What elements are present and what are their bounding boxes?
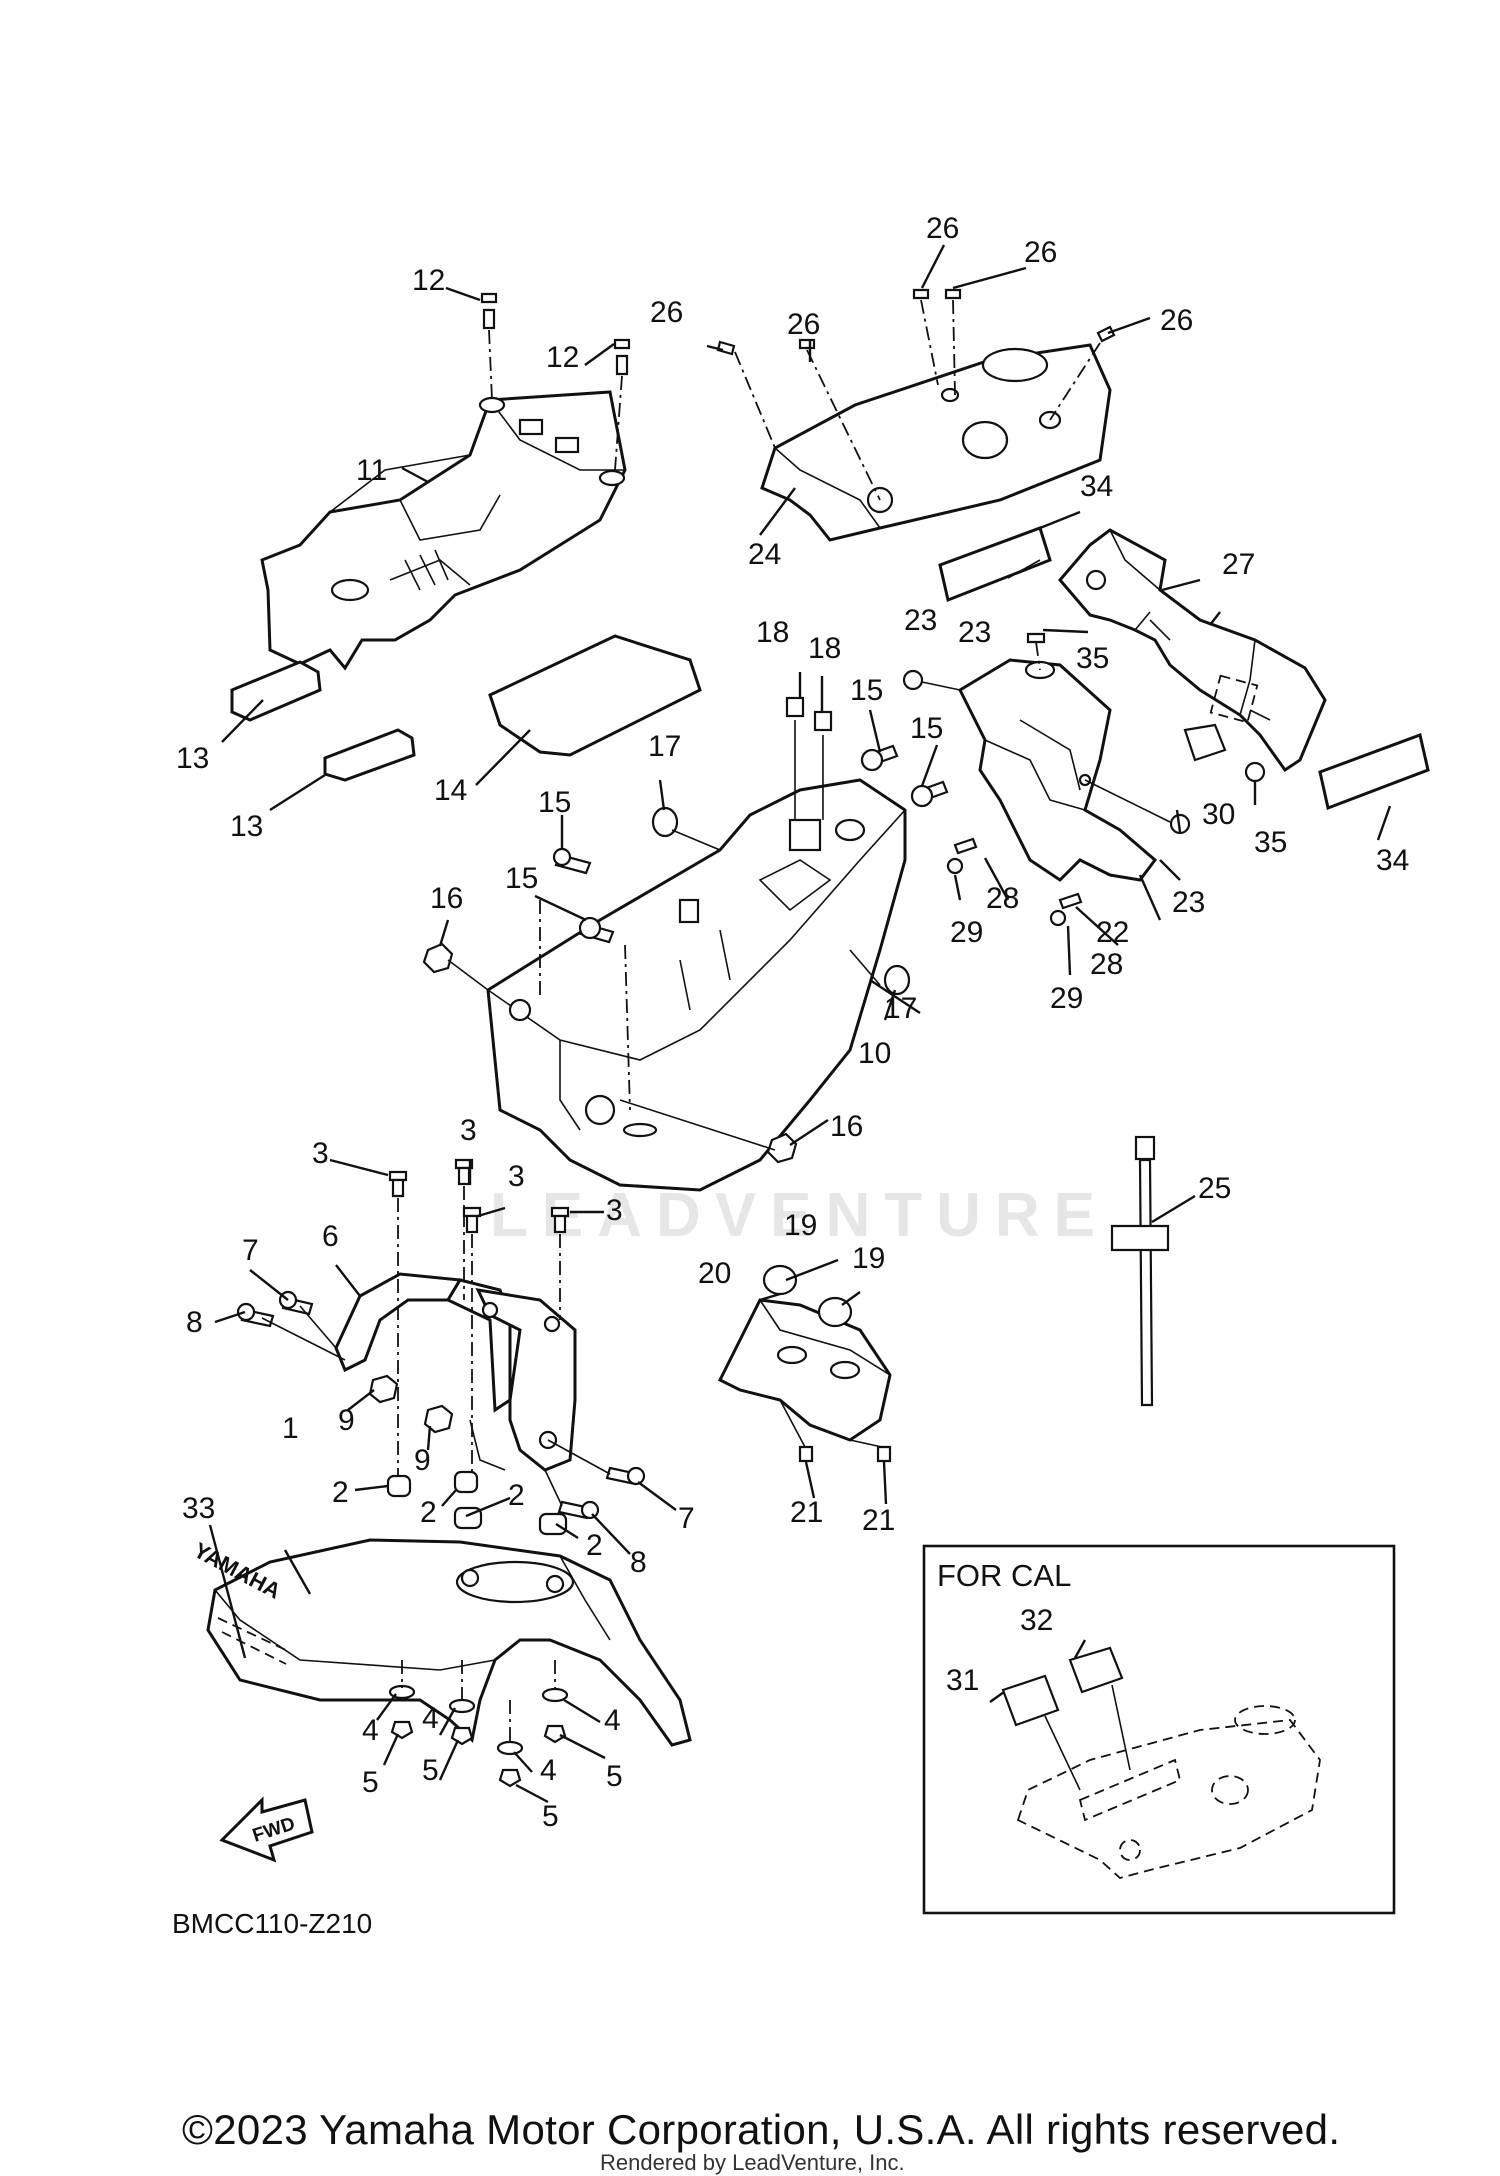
callout-13: 13: [176, 742, 209, 775]
callout-6: 6: [322, 1220, 339, 1253]
callout-15: 15: [910, 712, 943, 745]
callout-7: 7: [678, 1502, 695, 1535]
part-6-rear-frame: [334, 1272, 577, 1472]
diagram-code: BMCC110-Z210: [172, 1908, 373, 1939]
callout-24: 24: [748, 538, 781, 571]
bracket-hardware: [902, 559, 1266, 927]
callout-3: 3: [508, 1160, 525, 1193]
callout-3: 3: [460, 1114, 477, 1147]
tray-hardware: [422, 696, 949, 1164]
part-34-reflector-upper: [938, 526, 1052, 603]
part-13-pads: [230, 660, 416, 782]
callout-5: 5: [422, 1754, 439, 1787]
part-10-lower-tray: [486, 778, 907, 1192]
callout-5: 5: [606, 1760, 623, 1793]
frame-hardware: [236, 1158, 646, 1520]
callout-labels: 1 2 2 2 2 3 3 3 3 4 4 4 4 5 5 5 5 6 7 7 …: [176, 212, 1409, 1833]
callout-11: 11: [356, 454, 387, 487]
callout-1: 1: [282, 1412, 299, 1445]
callout-4: 4: [422, 1702, 439, 1735]
rendered-by-credit: Rendered by LeadVenture, Inc.: [600, 2150, 905, 2175]
callout-23: 23: [958, 616, 991, 649]
callout-33: 33: [182, 1492, 215, 1525]
callout-8: 8: [630, 1546, 647, 1579]
callout-17: 17: [648, 730, 681, 763]
callout-34: 34: [1080, 470, 1113, 503]
callout-27: 27: [1222, 548, 1255, 581]
leader-lines: [208, 244, 1392, 1804]
copyright-notice: ©2023 Yamaha Motor Corporation, U.S.A. A…: [182, 2106, 1341, 2153]
callout-2: 2: [586, 1529, 603, 1562]
callout-2: 2: [420, 1496, 437, 1529]
fender-fasteners: [388, 1660, 569, 1788]
part-34-reflector-lower: [1318, 733, 1430, 811]
callout-26: 26: [787, 308, 820, 341]
inset-box: [922, 1544, 1396, 1915]
callout-3: 3: [312, 1137, 329, 1170]
part-22-license-bracket: [958, 658, 1158, 882]
callout-15: 15: [850, 674, 883, 707]
part-25-cable-tie: [1110, 1135, 1170, 1407]
callout-34: 34: [1376, 844, 1409, 877]
callout-7: 7: [242, 1234, 259, 1267]
callout-22: 22: [1096, 916, 1129, 949]
callout-19: 19: [784, 1209, 817, 1242]
callout-12: 12: [546, 341, 579, 374]
watermark-text: LEADVENTURE: [490, 1181, 1110, 1250]
callout-15: 15: [538, 786, 571, 819]
callout-29: 29: [950, 916, 983, 949]
callout-19: 19: [852, 1242, 885, 1275]
callout-9: 9: [414, 1444, 431, 1477]
part-14-damper: [488, 634, 702, 757]
part-1-rear-fender: [206, 1470, 692, 1747]
callout-4: 4: [362, 1714, 379, 1747]
callout-2: 2: [508, 1479, 525, 1512]
callout-18: 18: [756, 616, 789, 649]
inset-fender-sketch: [1001, 1646, 1321, 1879]
callout-8: 8: [186, 1306, 203, 1339]
callout-5: 5: [542, 1800, 559, 1833]
part-24-rear-fender-cover: [760, 343, 1112, 542]
callout-13: 13: [230, 810, 263, 843]
callout-21: 21: [790, 1496, 823, 1529]
callout-35: 35: [1076, 642, 1109, 675]
callout-26: 26: [1024, 236, 1057, 269]
fwd-arrow: FWD: [219, 1796, 314, 1863]
callout-18: 18: [808, 632, 841, 665]
callout-16: 16: [430, 882, 463, 915]
part-27-reflector-bracket: [1058, 528, 1327, 773]
callout-17: 17: [884, 992, 917, 1025]
callout-25: 25: [1198, 1172, 1231, 1205]
callout-5: 5: [362, 1766, 379, 1799]
callout-28: 28: [1090, 948, 1123, 981]
callout-9: 9: [338, 1404, 355, 1437]
callout-29: 29: [1050, 982, 1083, 1015]
callout-4: 4: [540, 1754, 557, 1787]
callout-3: 3: [606, 1194, 623, 1227]
callout-20: 20: [698, 1257, 731, 1290]
callout-10: 10: [858, 1037, 891, 1070]
callout-12: 12: [412, 264, 445, 297]
callout-32: 32: [1020, 1604, 1053, 1637]
callout-14: 14: [434, 774, 467, 807]
inset-title: FOR CAL: [937, 1558, 1072, 1593]
callout-23: 23: [904, 604, 937, 637]
callout-26: 26: [926, 212, 959, 245]
part-12-screws: [480, 292, 631, 471]
callout-30: 30: [1202, 798, 1235, 831]
part-11-seat-tray: [260, 390, 627, 671]
callout-16: 16: [830, 1110, 863, 1143]
callout-4: 4: [604, 1704, 621, 1737]
callout-21: 21: [862, 1504, 895, 1537]
callout-23: 23: [1172, 886, 1205, 919]
callout-28: 28: [986, 882, 1019, 915]
callout-26: 26: [650, 296, 683, 329]
callout-2: 2: [332, 1476, 349, 1509]
callout-31: 31: [946, 1664, 979, 1697]
callout-26: 26: [1160, 304, 1193, 337]
callout-15: 15: [505, 862, 538, 895]
callout-35: 35: [1254, 826, 1287, 859]
part-20-bracket: [717, 1264, 892, 1463]
